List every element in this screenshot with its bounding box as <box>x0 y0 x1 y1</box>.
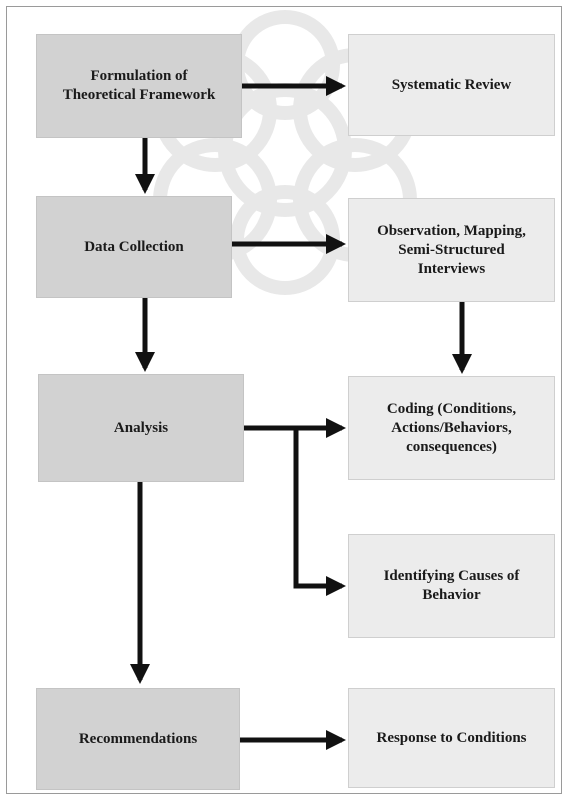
box-label: Recommendations <box>78 730 198 747</box>
box-label: Identifying Causes of Behavior <box>383 568 520 603</box>
box-label: Systematic Review <box>391 76 512 93</box>
box-analysis: Analysis <box>38 374 244 482</box>
arrow-analysis-to-causes <box>293 428 346 596</box>
box-label: Data Collection <box>84 238 184 255</box>
box-coding: Coding (Conditions, Actions/Behaviors, c… <box>348 376 555 480</box>
box-response-to-conditions: Response to Conditions <box>348 688 555 788</box>
box-label: Response to Conditions <box>376 729 527 746</box>
box-observation: Observation, Mapping, Semi-Structured In… <box>348 198 555 302</box>
box-label: Observation, Mapping, Semi-Structured In… <box>377 222 526 277</box>
box-label: Coding (Conditions, Actions/Behaviors, c… <box>386 400 517 455</box>
box-recommendations: Recommendations <box>36 688 240 790</box>
box-systematic-review: Systematic Review <box>348 34 555 136</box>
box-data-collection: Data Collection <box>36 196 232 298</box>
box-identifying-causes: Identifying Causes of Behavior <box>348 534 555 638</box>
box-label: Formulation of Theoretical Framework <box>62 68 216 103</box>
box-label: Analysis <box>113 419 169 436</box>
box-theoretical-framework: Formulation of Theoretical Framework <box>36 34 242 138</box>
diagram-border <box>6 6 562 794</box>
